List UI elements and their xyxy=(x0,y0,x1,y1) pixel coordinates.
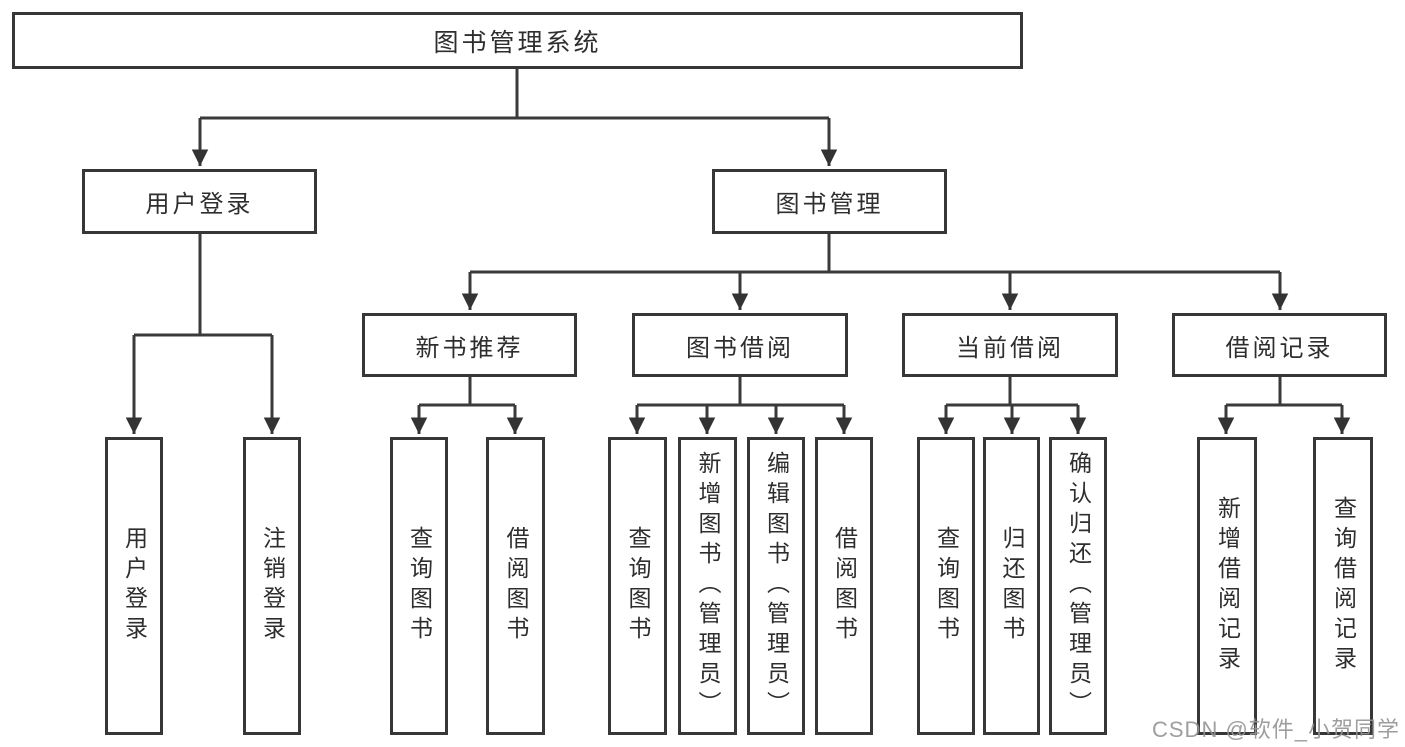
leaf-label: 归还图书 xyxy=(999,526,1025,646)
leaf-edit-books-admin: 编辑图书（管理员） xyxy=(747,437,805,735)
leaf-logout: 注销登录 xyxy=(243,437,301,735)
node-label: 当前借阅 xyxy=(956,334,1064,362)
leaf-label: 新增图书（管理员） xyxy=(695,451,721,721)
node-label: 图书借阅 xyxy=(686,334,794,362)
connector-new-books-stem xyxy=(419,377,515,407)
node-user-login: 用户登录 xyxy=(82,169,317,234)
leaf-query-borrow-record: 查询借阅记录 xyxy=(1313,437,1373,735)
node-borrowing-records: 借阅记录 xyxy=(1172,313,1387,377)
leaf-return-books: 归还图书 xyxy=(983,437,1040,735)
leaf-label: 借阅图书 xyxy=(831,526,858,646)
connector-user-login-stem xyxy=(134,234,272,337)
leaf-label: 编辑图书（管理员） xyxy=(763,451,790,721)
leaf-add-books-admin: 新增图书（管理员） xyxy=(678,437,737,735)
leaf-borrow-query-books: 查询图书 xyxy=(608,437,667,735)
leaf-label: 用户登录 xyxy=(121,526,148,646)
connector-borrow-records-stem xyxy=(1226,377,1342,407)
leaf-borrow-books: 借阅图书 xyxy=(815,437,873,735)
leaf-label: 查询图书 xyxy=(933,526,960,646)
leaf-label: 注销登录 xyxy=(259,526,286,646)
leaf-label: 查询图书 xyxy=(406,526,433,646)
csdn-watermark: CSDN @软件_小贺同学 xyxy=(1152,717,1401,742)
node-book-management: 图书管理 xyxy=(712,169,947,234)
node-label: 用户登录 xyxy=(145,191,254,218)
connector-root-stem xyxy=(200,68,829,120)
node-library-management-system: 图书管理系统 xyxy=(12,12,1023,69)
leaf-user-login: 用户登录 xyxy=(105,437,163,735)
leaf-confirm-return-admin: 确认归还（管理员） xyxy=(1049,437,1107,735)
leaf-label: 查询图书 xyxy=(625,526,651,646)
leaf-current-query-books: 查询图书 xyxy=(917,437,975,735)
node-label: 新书推荐 xyxy=(415,334,524,362)
leaf-new-books-query: 查询图书 xyxy=(390,437,448,735)
leaf-label: 借阅图书 xyxy=(503,526,529,646)
node-label: 图书管理 xyxy=(775,191,884,218)
leaf-add-borrow-record: 新增借阅记录 xyxy=(1197,437,1257,735)
node-book-borrowing: 图书借阅 xyxy=(632,313,848,377)
node-label: 借阅记录 xyxy=(1225,334,1334,362)
leaf-label: 新增借阅记录 xyxy=(1214,496,1241,676)
connector-book-mgmt-stem xyxy=(470,234,1280,274)
node-label: 图书管理系统 xyxy=(433,28,602,57)
connector-book-borrow-stem xyxy=(637,377,844,407)
node-current-borrowing: 当前借阅 xyxy=(902,313,1118,377)
node-new-book-recommend: 新书推荐 xyxy=(362,313,577,377)
leaf-label: 查询借阅记录 xyxy=(1330,496,1357,676)
connector-current-borrow-stem xyxy=(946,377,1078,407)
leaf-new-books-borrow: 借阅图书 xyxy=(486,437,545,735)
leaf-label: 确认归还（管理员） xyxy=(1065,451,1092,721)
